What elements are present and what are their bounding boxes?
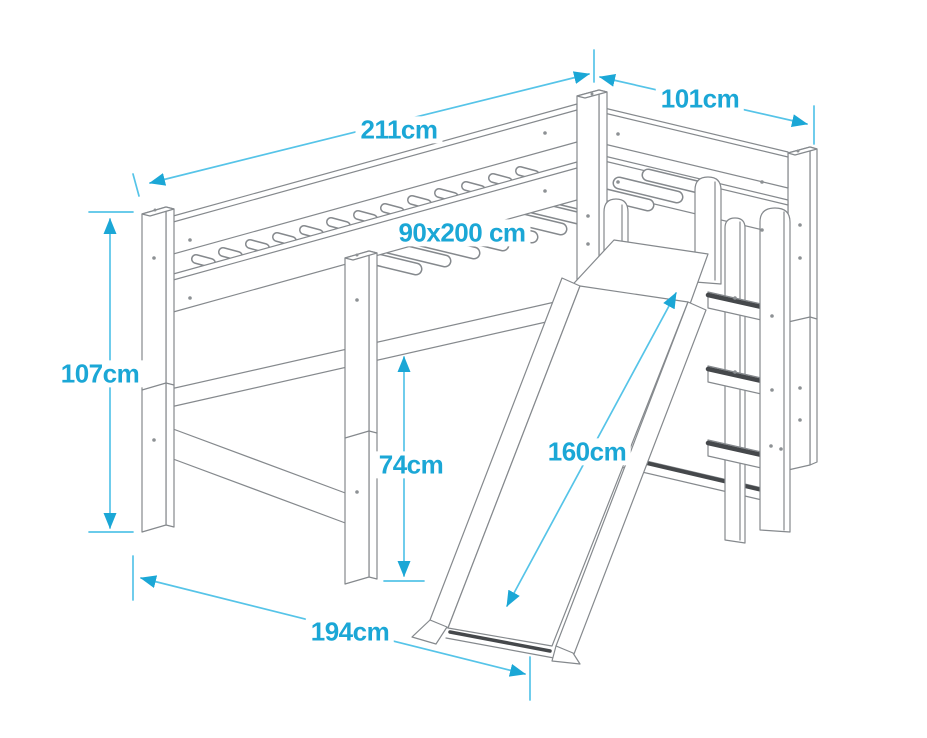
dimension-label-length: 211cm: [355, 116, 443, 144]
dimension-label-width: 101cm: [655, 85, 745, 113]
left-end-brace: [164, 425, 349, 525]
ladder-steps: [705, 291, 769, 470]
dimension-label-slide-length: 160cm: [542, 438, 632, 466]
rear-left-post: [344, 250, 378, 585]
dimension-label-clearance: 74cm: [373, 451, 449, 479]
dimension-label-floor-width: 194cm: [305, 618, 395, 646]
rear-right-post: [787, 146, 818, 471]
ladder: [705, 207, 791, 544]
dimension-label-height: 107cm: [55, 360, 145, 388]
dimension-label-mattress: 90x200 cm: [393, 219, 531, 247]
front-left-post: [141, 206, 175, 533]
